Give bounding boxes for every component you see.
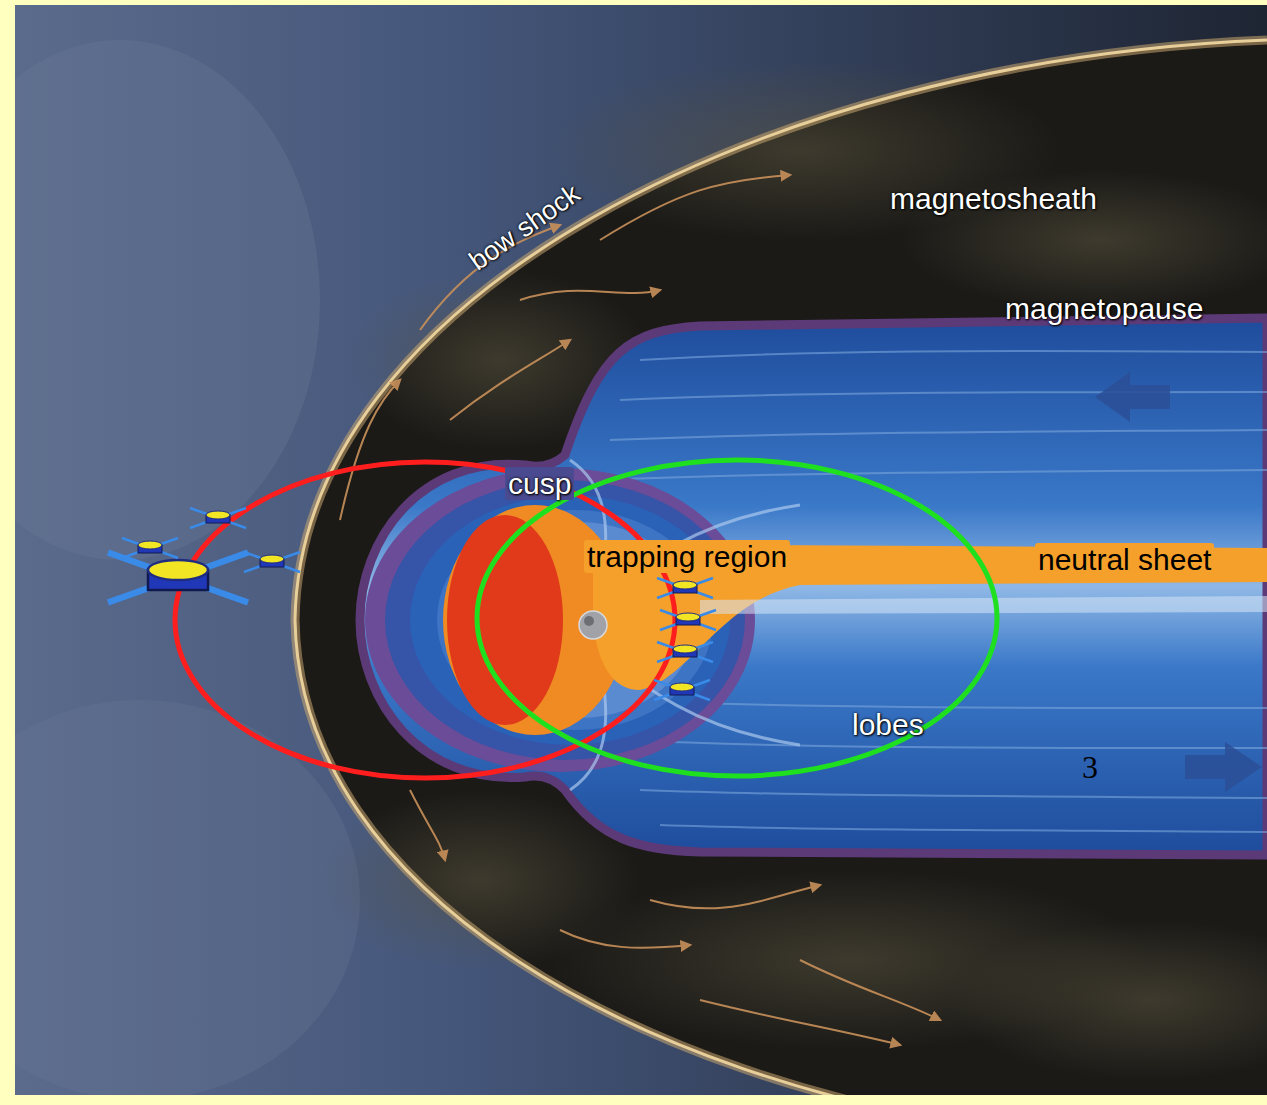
boundary-label: magnetopause (1005, 292, 1204, 325)
region-label: magnetosheath (890, 182, 1097, 215)
region-label: cusp (505, 467, 574, 500)
region-label: trapping region (584, 540, 790, 573)
region-label: neutral sheet (1035, 543, 1214, 576)
region-label: lobes (852, 708, 924, 741)
page-number: 3 (1082, 750, 1098, 785)
